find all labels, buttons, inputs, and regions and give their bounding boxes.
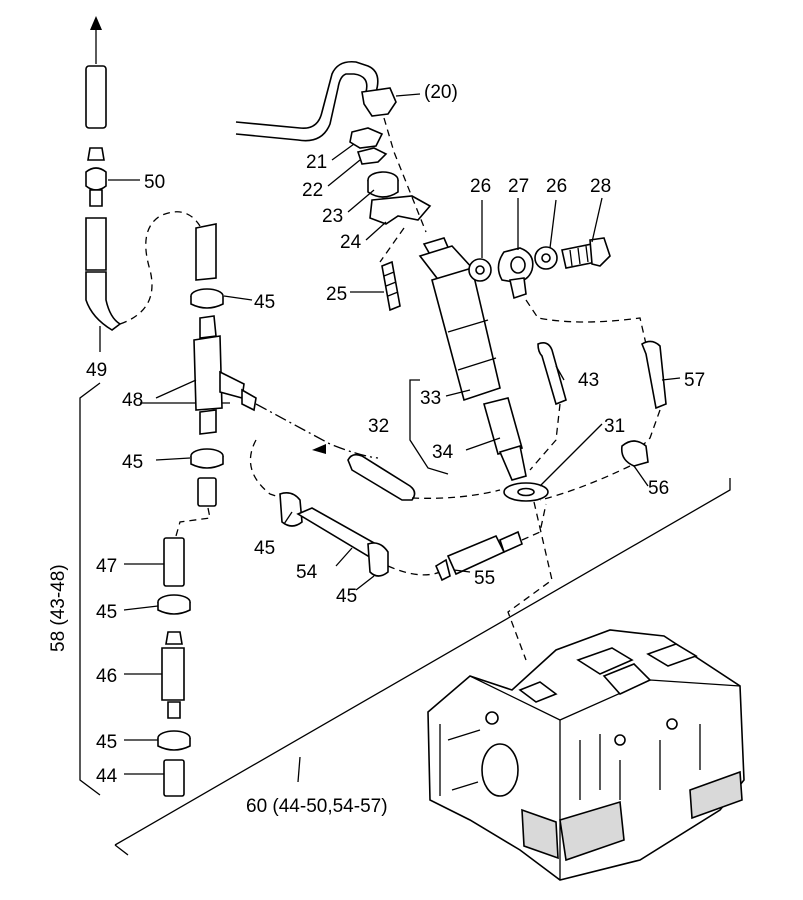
clamp-45e (279, 492, 303, 527)
hose-return (347, 453, 416, 501)
label-p45d: 45 (96, 732, 117, 753)
label-p55: 55 (474, 568, 495, 589)
label-p45f: 45 (336, 586, 357, 607)
label-p33: 33 (420, 388, 441, 409)
leader-lines (99, 143, 681, 775)
label-p44: 44 (96, 766, 118, 787)
cylinder-head (427, 629, 745, 881)
label-p45c: 45 (96, 602, 117, 623)
label-p57: 57 (684, 370, 705, 391)
label-p27: 27 (508, 176, 529, 197)
washer-31 (503, 482, 549, 502)
hose-57 (641, 340, 667, 410)
label-p28: 28 (590, 176, 611, 197)
washer-26b (534, 246, 558, 270)
fuel-pipe-20 (235, 60, 421, 142)
washer-26a (468, 258, 492, 282)
clamp-45f (367, 542, 389, 577)
t-piece-48 (193, 315, 257, 435)
clamp-45b (190, 448, 224, 469)
label-p43: 43 (578, 370, 599, 391)
label-p45e: 45 (254, 538, 275, 559)
label-p47: 47 (96, 556, 117, 577)
connector-46 (161, 631, 185, 719)
pipe-54 (296, 507, 378, 558)
label-p32: 32 (368, 416, 389, 437)
label-p46: 46 (96, 666, 117, 687)
label-p20: (20) (424, 82, 458, 103)
nut-21 (349, 127, 384, 149)
label-p49: 49 (86, 360, 107, 381)
connector-50 (85, 147, 107, 207)
label-group-58: 58 (43-48) (48, 564, 69, 652)
stud-25 (381, 260, 401, 312)
hose-top (85, 65, 107, 129)
group-58-bracket (79, 382, 101, 796)
bolt-28 (561, 237, 611, 269)
label-p45b: 45 (122, 452, 143, 473)
washer-22 (356, 147, 388, 165)
label-group-60: 60 (44-50,54-57) (246, 796, 388, 817)
label-p26a: 26 (470, 176, 491, 197)
clamp-45d (157, 730, 191, 751)
label-p21: 21 (306, 152, 327, 173)
label-p22: 22 (302, 180, 323, 201)
label-p54: 54 (296, 562, 318, 583)
clamp-45c (157, 594, 191, 615)
clamp-56 (620, 440, 649, 467)
nozzle-34 (483, 397, 527, 481)
hose-44 (163, 759, 185, 797)
connector-55 (434, 530, 523, 582)
label-p50: 50 (144, 172, 165, 193)
label-p34: 34 (432, 442, 454, 463)
hose-45-top (195, 223, 217, 281)
label-p24: 24 (340, 232, 362, 253)
arrow-left-icon (312, 444, 326, 454)
hose-49 (85, 217, 122, 331)
part-labels: (20) 21 22 23 24 25 26 27 26 28 50 45 49… (48, 82, 705, 817)
label-p23: 23 (322, 206, 343, 227)
hose-short (197, 477, 217, 507)
label-p25: 25 (326, 284, 347, 305)
hose-47 (163, 537, 185, 587)
label-p26b: 26 (546, 176, 567, 197)
arrow-up-icon (90, 16, 102, 64)
label-p31: 31 (604, 416, 625, 437)
injector-33 (418, 237, 501, 402)
label-p56: 56 (648, 478, 669, 499)
label-p45a: 45 (254, 292, 275, 313)
label-p48: 48 (122, 390, 143, 411)
hose-43 (537, 342, 567, 406)
clamp-45a (190, 288, 224, 309)
banjo-27 (497, 247, 534, 300)
seal-23 (367, 171, 399, 198)
